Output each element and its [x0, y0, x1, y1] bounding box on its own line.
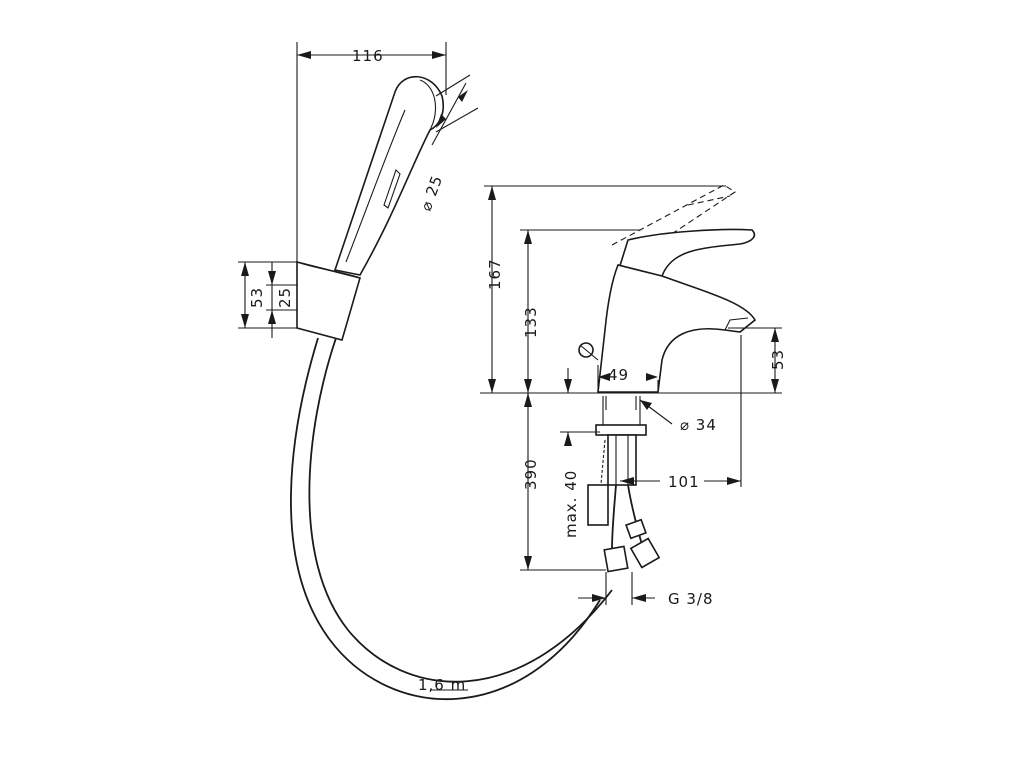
shower-head: [333, 75, 445, 276]
label-116: 116: [352, 47, 384, 65]
hand-shower: [290, 75, 613, 700]
label-49: 49: [608, 366, 629, 384]
mixer-body: [597, 264, 757, 393]
hose-inner: [308, 337, 613, 683]
label-167: 167: [486, 258, 504, 290]
label-133: 133: [522, 306, 540, 338]
hose-outer: [290, 337, 601, 700]
label-max-40: max. 40: [562, 470, 580, 538]
label-101: 101: [668, 473, 700, 491]
label-hose-length: 1,6 m: [418, 676, 466, 694]
label-thread: G 3/8: [668, 590, 714, 608]
label-shank-diameter: ⌀ 34: [680, 416, 717, 434]
label-nozzle-diameter: ⌀ 25: [417, 173, 447, 214]
basin-mixer: [480, 184, 782, 573]
label-holder-53: 53: [248, 287, 266, 308]
hex-nut-right: [629, 537, 661, 569]
dimension-lines: [238, 42, 782, 691]
label-holder-25: 25: [276, 287, 294, 308]
label-390: 390: [522, 458, 540, 490]
label-spout-53: 53: [769, 349, 787, 370]
lever-raised: [611, 184, 737, 256]
lever: [616, 228, 756, 277]
hex-nut-left: [603, 545, 629, 573]
